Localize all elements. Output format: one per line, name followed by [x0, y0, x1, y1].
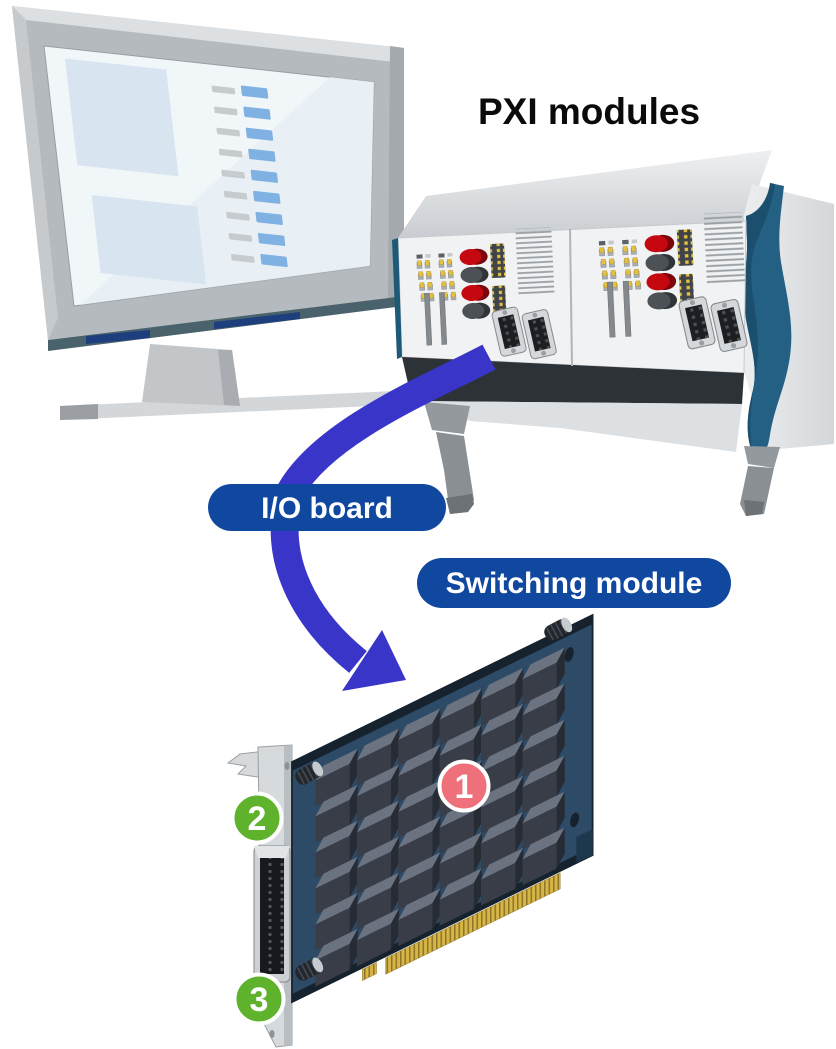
bracket-screw-hole-top [284, 762, 290, 770]
bracket-dsub-connector [253, 845, 291, 983]
monitor [12, 6, 418, 420]
callout-2-number: 2 [248, 800, 267, 838]
monitor-accent-strip-1 [86, 330, 150, 344]
chassis-side-bumper [744, 183, 792, 449]
monitor-accent-strip-2 [214, 312, 300, 329]
chassis-foot-right [740, 446, 780, 516]
monitor-frame-top-bevel [12, 6, 404, 62]
screen-panel-bottom [91, 194, 207, 285]
chassis-top-face [398, 150, 772, 238]
chassis-under-rail [412, 401, 742, 452]
bracket-screw-hole-bottom [269, 1030, 275, 1038]
monitor-stand-neck [142, 344, 240, 406]
pcb-notch [576, 829, 593, 863]
callout-1-badge: 1 [437, 759, 491, 813]
callout-1-number: 1 [455, 768, 474, 806]
monitor-stand-neck-shade [218, 350, 240, 406]
callout-3-number: 3 [250, 981, 269, 1019]
module-divider [569, 228, 573, 367]
chassis-foot-left [424, 402, 474, 514]
edge-connector-gold [385, 872, 561, 975]
pcb-screw-hole [564, 647, 574, 662]
switching-card [226, 613, 594, 1048]
chassis-side-bumper-shade [744, 183, 775, 449]
monitor-stand-base-cap [60, 404, 98, 420]
pcb-bottom-edge [292, 847, 593, 1002]
monitor-screen-content [65, 58, 288, 285]
edge-connector-gold-small [361, 962, 377, 982]
monitor-frame-left-bevel [12, 6, 58, 340]
switching-module-label: Switching module [446, 567, 703, 600]
pcb-screw-hole [570, 812, 580, 828]
pcb-top-edge [292, 615, 593, 771]
chassis-left-edge [392, 238, 402, 359]
pxi-modules-label: PXI modules [478, 91, 700, 132]
flow-arrow-head [342, 630, 406, 691]
callout-3-badge: 3 [232, 972, 286, 1026]
card-pcb [291, 613, 594, 1004]
screen-panel-top [65, 58, 179, 177]
io-board-label: I/O board [261, 492, 393, 525]
io-board-badge: I/O board [208, 484, 446, 531]
pxi-chassis [392, 150, 834, 516]
callout-2-badge: 2 [230, 791, 284, 845]
switching-module-badge: Switching module [417, 558, 731, 608]
